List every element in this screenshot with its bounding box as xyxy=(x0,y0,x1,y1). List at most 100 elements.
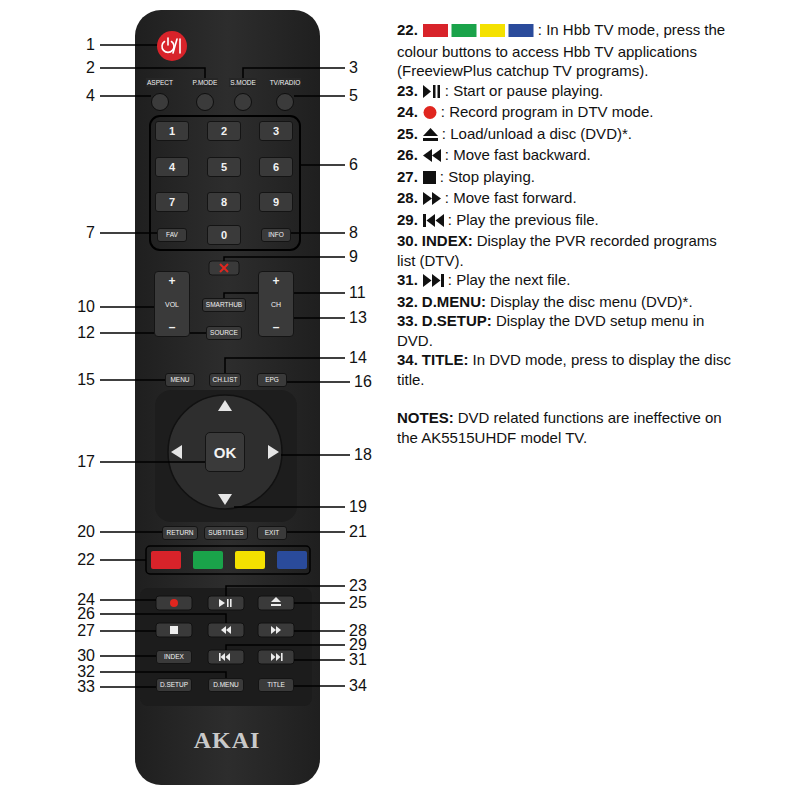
keypad-bracket xyxy=(150,116,300,250)
key-label: 6 xyxy=(273,162,279,173)
remote-key: TITLE xyxy=(258,678,294,692)
remote-key: SOURCE xyxy=(206,326,242,340)
remote-key: 3 xyxy=(259,121,293,141)
callout-number: 32 xyxy=(77,665,95,679)
item-number: 28. xyxy=(397,189,418,206)
button-icon-holder xyxy=(423,104,437,124)
key-label: 2 xyxy=(221,126,227,137)
button-icon-holder xyxy=(423,83,441,103)
callout-number: 25 xyxy=(349,596,367,610)
description-item: 22.: In Hbb TV mode, press the colour bu… xyxy=(397,20,731,81)
description-item: 26. : Move fast backward. xyxy=(397,145,731,167)
power-button xyxy=(157,31,187,61)
remote-key: D.MENU xyxy=(208,678,244,692)
colour-key-frame xyxy=(146,546,310,574)
key-label: EPG xyxy=(265,377,279,384)
item-number: 31. xyxy=(397,271,418,288)
remote-key: D.SETUP xyxy=(156,678,192,692)
key-label: SUBTITLES xyxy=(208,530,243,537)
key-label: P.MODE xyxy=(192,78,219,87)
description-item: 25.: Load/unload a disc (DVD)*. xyxy=(397,124,731,146)
button-name: D.MENU: xyxy=(422,293,486,310)
remote-key: MENU xyxy=(165,373,195,387)
media-keys xyxy=(156,596,294,664)
remote-key: 1 xyxy=(155,121,189,141)
remote-key: +VOL– xyxy=(154,271,190,337)
key-label: TV/RADIO xyxy=(269,78,302,87)
key-label: FAV xyxy=(166,232,178,239)
remote-key: SMARTHUB xyxy=(202,298,246,312)
button-icon-holder xyxy=(423,147,441,167)
description-item: 24.: Record program in DTV mode. xyxy=(397,102,731,124)
callout-number: 15 xyxy=(77,373,95,387)
button-icon-holder xyxy=(423,272,444,292)
description-text: : Move fast backward. xyxy=(445,146,591,163)
remote-key: EPG xyxy=(257,373,287,387)
item-number: 23. xyxy=(397,82,418,99)
callout-number: 16 xyxy=(354,375,372,389)
remote-key: 4 xyxy=(155,157,189,177)
key-label: 8 xyxy=(221,197,227,208)
power-symbol xyxy=(162,38,180,53)
description-text: : Record program in DTV mode. xyxy=(441,103,654,120)
callout-number: 30 xyxy=(77,649,95,663)
button-icon xyxy=(423,128,438,141)
key-label: MENU xyxy=(170,377,189,384)
callout-number: 20 xyxy=(77,525,95,539)
round-button: TV/RADIO xyxy=(268,71,303,111)
item-number: 26. xyxy=(397,146,418,163)
record-symbol xyxy=(170,599,178,607)
callout-number: 6 xyxy=(349,158,358,172)
description-text: : Start or pause playing. xyxy=(445,82,603,99)
remote-key: 9 xyxy=(259,192,293,212)
button-icon-holder xyxy=(423,22,534,42)
key-label: D.MENU xyxy=(213,682,239,689)
button-icon xyxy=(423,106,437,119)
description-item: 33.D.SETUP:Display the DVD setup menu in… xyxy=(397,311,731,350)
button-cap xyxy=(196,93,214,111)
remote-key: 6 xyxy=(259,157,293,177)
callout-number: 10 xyxy=(77,300,95,314)
description-item: 34.TITLE:In DVD mode, press to display t… xyxy=(397,350,731,389)
key-label: SMARTHUB xyxy=(206,302,242,309)
remote-key: FAV xyxy=(157,228,187,242)
callout-number: 9 xyxy=(349,250,358,264)
item-number: 25. xyxy=(397,125,418,142)
key-sign: – xyxy=(169,321,176,333)
key-label: 0 xyxy=(221,230,227,241)
callout-number: 4 xyxy=(86,89,95,103)
remote-body xyxy=(135,10,320,785)
remote-key: 7 xyxy=(155,192,189,212)
callout-number: 12 xyxy=(77,326,95,340)
button-icon xyxy=(423,171,436,184)
description-list: 22.: In Hbb TV mode, press the colour bu… xyxy=(397,20,731,447)
brand-logo: AKAI xyxy=(194,727,261,754)
button-icon-holder xyxy=(423,190,441,210)
remote-key: RETURN xyxy=(162,526,197,540)
description-item: 32.D.MENU:Display the disc menu (DVD)*. xyxy=(397,292,731,312)
key-label: S.MODE xyxy=(229,78,257,87)
remote-key: EXIT xyxy=(257,526,287,540)
key-label: 9 xyxy=(273,197,279,208)
description-item: 28.: Move fast forward. xyxy=(397,188,731,210)
round-button: P.MODE xyxy=(191,71,220,111)
description-text: : Play the previous file. xyxy=(448,211,599,228)
callout-number: 23 xyxy=(349,579,367,593)
callout-number: 31 xyxy=(349,653,367,667)
callout-number: 17 xyxy=(77,455,95,469)
description-item: 31.: Play the next file. xyxy=(397,270,731,292)
remote-key: 5 xyxy=(207,157,241,177)
leader-lines xyxy=(100,45,350,687)
key-label: 5 xyxy=(221,162,227,173)
red-key xyxy=(151,551,181,569)
item-number: 32. xyxy=(397,293,418,310)
key-label: RETURN xyxy=(166,530,193,537)
nav-arrows xyxy=(171,400,279,505)
callout-number: 14 xyxy=(349,351,367,365)
button-icon xyxy=(423,24,534,37)
callout-number: 19 xyxy=(349,500,367,514)
description-text: : Stop playing. xyxy=(440,168,535,185)
description-item: 30.INDEX:Display the PVR recorded progra… xyxy=(397,231,731,270)
